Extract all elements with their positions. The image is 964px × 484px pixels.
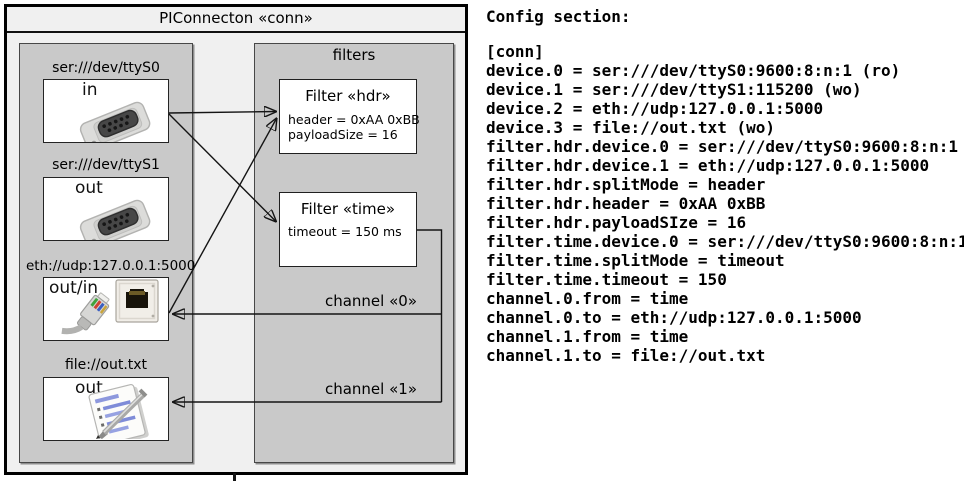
port-label: in: [82, 80, 98, 100]
serial-connector-icon: [79, 199, 151, 240]
device-label-file: file://out.txt: [64, 357, 148, 373]
filter-time-box: Filter «time» timeout = 150 ms: [279, 192, 417, 267]
filter-hdr-title: Filter «hdr»: [305, 87, 391, 105]
device-box-file: out: [43, 377, 169, 441]
device-label-ttys1: ser:///dev/ttyS1: [52, 157, 160, 173]
port-label: out/in: [49, 278, 99, 298]
filter-hdr-attributes: header = 0xAA 0xBB payloadSize = 16: [288, 112, 420, 142]
device-box-eth: out/in: [43, 277, 169, 341]
port-label: out: [75, 178, 103, 198]
serial-connector-icon: [79, 101, 151, 142]
config-heading: Config section:: [486, 7, 631, 26]
filters-group-label: filters: [332, 46, 376, 64]
channel-1-label: channel «1»: [324, 380, 417, 398]
filter-hdr-box: Filter «hdr» header = 0xAA 0xBB payloadS…: [279, 79, 420, 154]
channel-0-label: channel «0»: [324, 292, 417, 310]
device-box-ttys0: in: [43, 79, 169, 143]
filter-time-title: Filter «time»: [300, 200, 396, 218]
device-box-ttys1: out: [43, 177, 169, 241]
config-text: [conn] device.0 = ser:///dev/ttyS0:9600:…: [486, 42, 964, 365]
device-label-eth: eth://udp:127.0.0.1:5000: [26, 258, 196, 274]
ethernet-icon: [61, 279, 159, 335]
title-separator: [7, 31, 465, 33]
filter-time-attributes: timeout = 150 ms: [288, 224, 402, 239]
diagram-title: PIConnecton «conn»: [159, 9, 313, 27]
device-label-ttys0: ser:///dev/ttyS0: [52, 60, 160, 76]
notepad-icon: [88, 383, 149, 439]
